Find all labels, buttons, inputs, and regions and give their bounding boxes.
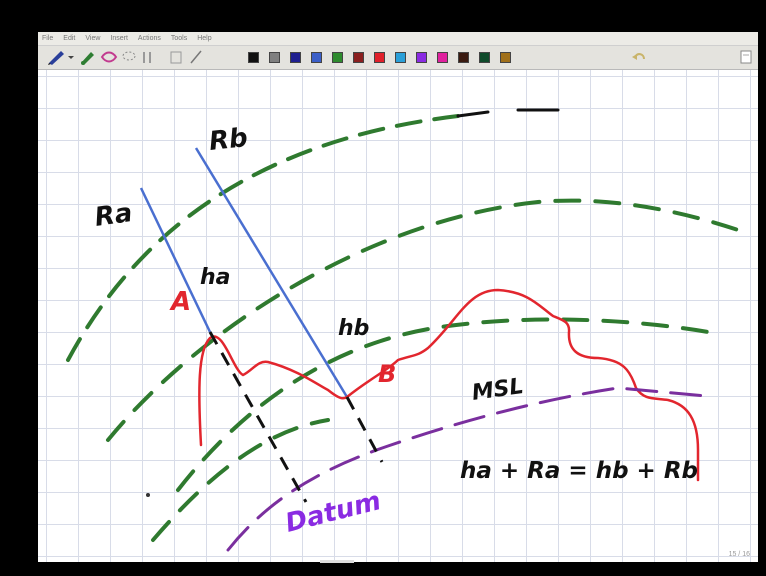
label-ra: Ra: [93, 198, 134, 233]
color-swatch-green[interactable]: [332, 52, 343, 63]
label-ha: ha: [200, 265, 231, 290]
color-swatch-brown[interactable]: [458, 52, 469, 63]
page-number: 15 / 16: [728, 551, 750, 558]
red-terrain-profile: [198, 288, 700, 482]
undo-icon[interactable]: [630, 49, 648, 65]
label-rb: Rb: [208, 123, 250, 157]
blue-radius-ra: [139, 187, 212, 333]
menu-view[interactable]: View: [85, 35, 101, 42]
color-swatch-blue[interactable]: [311, 52, 322, 63]
black-dash-a: [208, 331, 308, 503]
menu-actions[interactable]: Actions: [137, 35, 161, 42]
color-swatch-maroon[interactable]: [353, 52, 364, 63]
lasso-select-icon[interactable]: [120, 49, 138, 65]
color-swatch-purple[interactable]: [416, 52, 427, 63]
menu-help[interactable]: Help: [197, 35, 212, 42]
label-datum: Datum: [282, 486, 384, 539]
menu-edit[interactable]: Edit: [63, 35, 76, 42]
label-point-b: B: [378, 360, 396, 388]
menu-file[interactable]: File: [42, 35, 54, 42]
text-tool-icon[interactable]: [168, 49, 184, 65]
taskbar-indicator: [320, 560, 354, 563]
note-canvas[interactable]: Ra Rb ha hb A B MSL Datum ha + Ra = hb +…: [38, 70, 758, 562]
color-swatch-black[interactable]: [248, 52, 259, 63]
ink-layer: Ra Rb ha hb A B MSL Datum ha + Ra = hb +…: [66, 108, 740, 552]
page-icon[interactable]: [738, 49, 754, 65]
green-dashed-arc-4: [151, 418, 330, 542]
highlighter-icon[interactable]: [78, 49, 98, 65]
pen-dropdown-icon[interactable]: [68, 49, 74, 65]
green-dashed-arc-2: [106, 198, 740, 442]
color-swatch-gray[interactable]: [269, 52, 280, 63]
menu-insert[interactable]: Insert: [110, 35, 128, 42]
color-swatch-amber[interactable]: [500, 52, 511, 63]
menu-tools[interactable]: Tools: [170, 35, 188, 42]
color-swatch-dark-green[interactable]: [479, 52, 490, 63]
color-swatch-magenta[interactable]: [437, 52, 448, 63]
label-msl: MSL: [470, 374, 525, 406]
label-hb: hb: [338, 316, 369, 341]
menu-bar: File Edit View Insert Actions Tools Help: [38, 32, 758, 46]
toolbar: [38, 46, 758, 70]
color-swatch-navy[interactable]: [290, 52, 301, 63]
stray-dot: [146, 493, 150, 497]
green-dashed-arc-1: [66, 114, 460, 362]
eraser-icon[interactable]: [100, 49, 118, 65]
color-swatch-red[interactable]: [374, 52, 385, 63]
line-tool-icon[interactable]: [188, 49, 204, 65]
equation-text: ha + Ra = hb + Rb: [460, 458, 698, 484]
green-dashed-arc-top: [456, 110, 490, 118]
journal-window: File Edit View Insert Actions Tools Help: [38, 32, 758, 562]
label-point-a: A: [169, 287, 191, 317]
pen-icon[interactable]: [46, 49, 68, 65]
insert-space-icon[interactable]: [140, 49, 158, 65]
blue-radius-rb: [194, 147, 349, 398]
purple-msl-line: [226, 386, 708, 552]
black-dash-b: [345, 396, 384, 463]
color-swatch-light-blue[interactable]: [395, 52, 406, 63]
